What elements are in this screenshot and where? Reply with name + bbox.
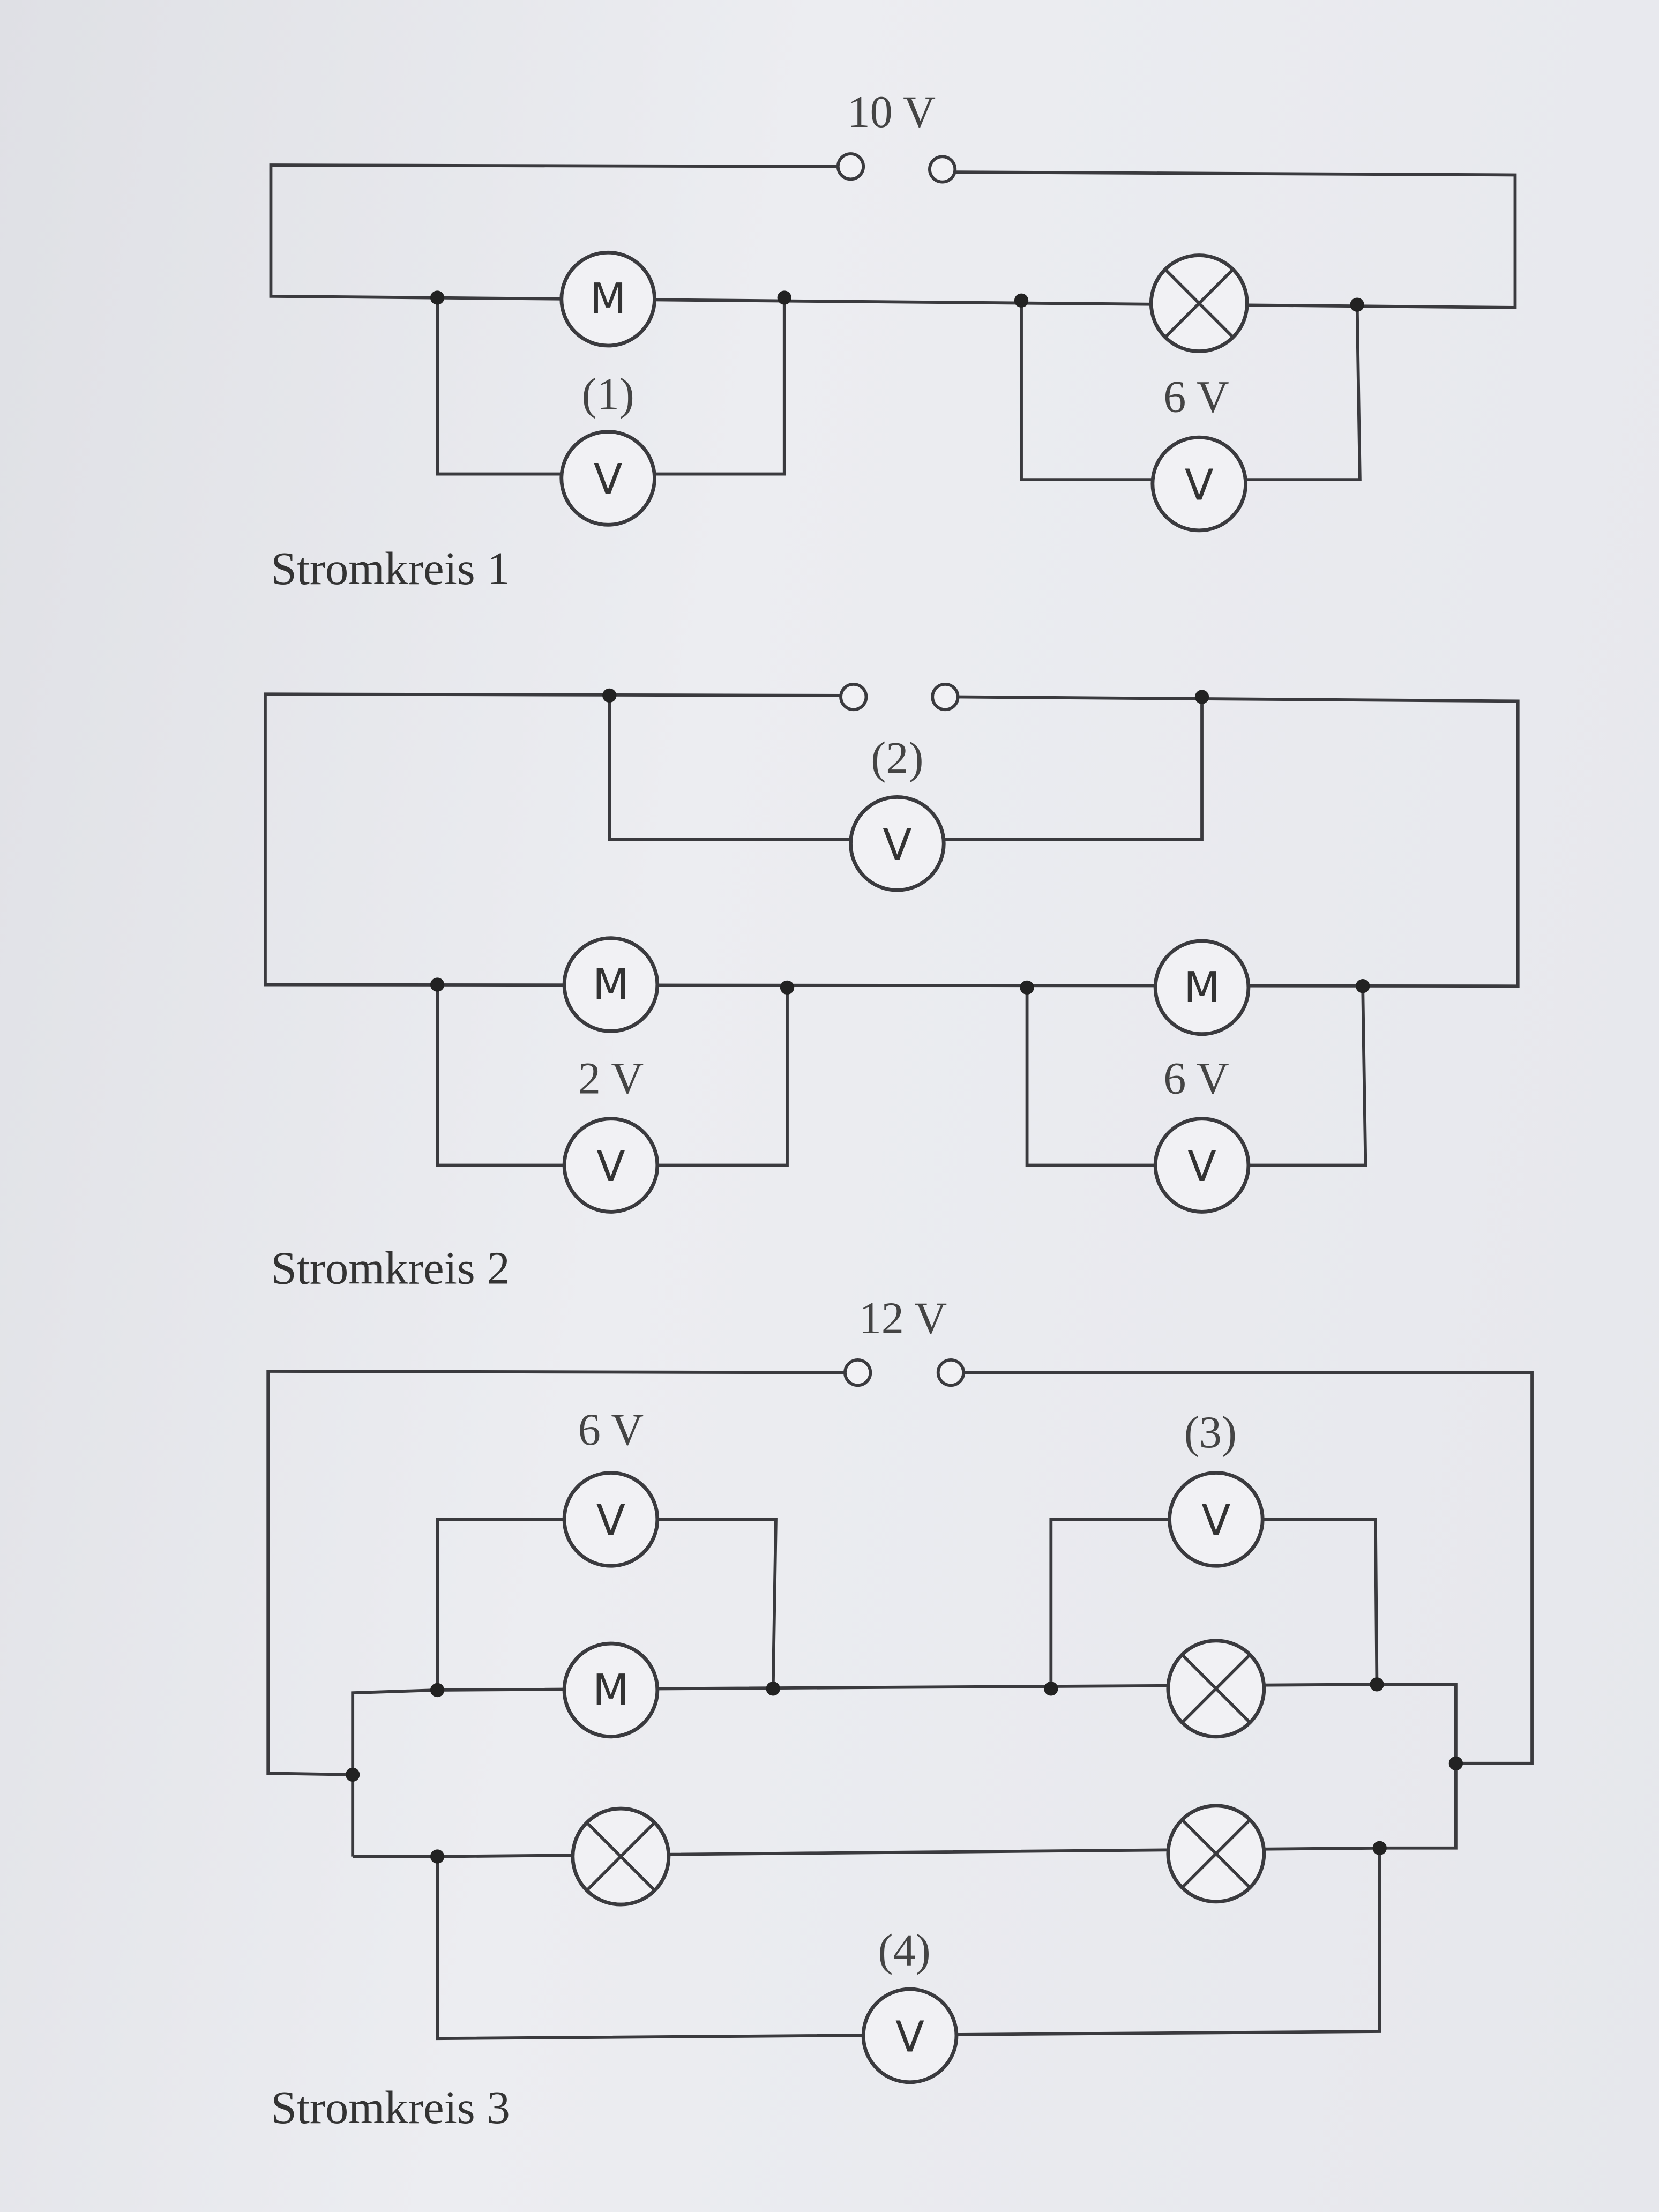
lamp-icon: [1168, 1641, 1264, 1737]
voltmeter-label: (4): [878, 1925, 930, 1975]
svg-text:V: V: [596, 1496, 625, 1545]
voltmeter-label: 6 V: [578, 1405, 644, 1455]
voltmeter: V: [849, 795, 946, 892]
circuit-3: 12 V V V 6 V (3) M V (4) Stromkreis 3: [266, 1294, 1534, 2133]
source-terminal: [936, 1358, 965, 1387]
svg-text:M: M: [593, 1665, 629, 1715]
voltmeter: V: [1153, 1117, 1251, 1214]
voltmeter-label: (1): [582, 369, 634, 419]
source-terminal: [928, 155, 957, 184]
source-terminal: [931, 682, 960, 712]
motor: M: [562, 1641, 660, 1739]
svg-text:M: M: [593, 960, 629, 1010]
lamp-icon: [573, 1809, 669, 1904]
svg-text:V: V: [596, 1142, 625, 1191]
voltmeter: V: [861, 1987, 959, 2084]
circuit-2: V (2) M M V V 2 V 6 V Stromkreis 2: [264, 682, 1520, 1294]
motor: M: [1153, 939, 1251, 1036]
voltmeter: V: [562, 1471, 660, 1568]
source-terminal: [843, 1358, 872, 1387]
motor: M: [559, 250, 656, 348]
voltmeter-label: 6 V: [1163, 1053, 1229, 1103]
voltmeter: V: [559, 430, 656, 527]
source-voltage-label: 10 V: [848, 87, 936, 137]
svg-text:V: V: [883, 820, 911, 870]
voltmeter-label: 2 V: [578, 1053, 644, 1103]
lamp-icon: [1168, 1806, 1264, 1902]
source-terminal: [839, 682, 868, 712]
circuit-title: Stromkreis 3: [271, 2082, 510, 2133]
circuit-title: Stromkreis 2: [271, 1243, 510, 1294]
svg-text:M: M: [590, 274, 626, 324]
voltmeter: V: [1168, 1471, 1265, 1568]
source-voltage-label: 12 V: [859, 1294, 947, 1343]
circuit-1: 10 V M V V (1) 6 V Stromkreis 1: [269, 87, 1517, 594]
svg-text:M: M: [1184, 963, 1220, 1012]
voltmeter-label: 6 V: [1163, 372, 1229, 422]
voltmeter: V: [1150, 435, 1248, 533]
svg-text:V: V: [1187, 1142, 1216, 1191]
svg-text:V: V: [1185, 461, 1214, 510]
lamp-icon: [1151, 256, 1247, 352]
voltmeter-label: (3): [1184, 1408, 1237, 1458]
svg-text:V: V: [895, 2013, 924, 2062]
voltmeter-label: (2): [871, 734, 923, 783]
source-terminal: [836, 152, 865, 181]
voltmeter: V: [562, 1117, 660, 1214]
svg-text:V: V: [594, 455, 623, 504]
svg-text:V: V: [1201, 1496, 1230, 1545]
circuit-title: Stromkreis 1: [271, 543, 510, 594]
motor: M: [562, 936, 660, 1033]
